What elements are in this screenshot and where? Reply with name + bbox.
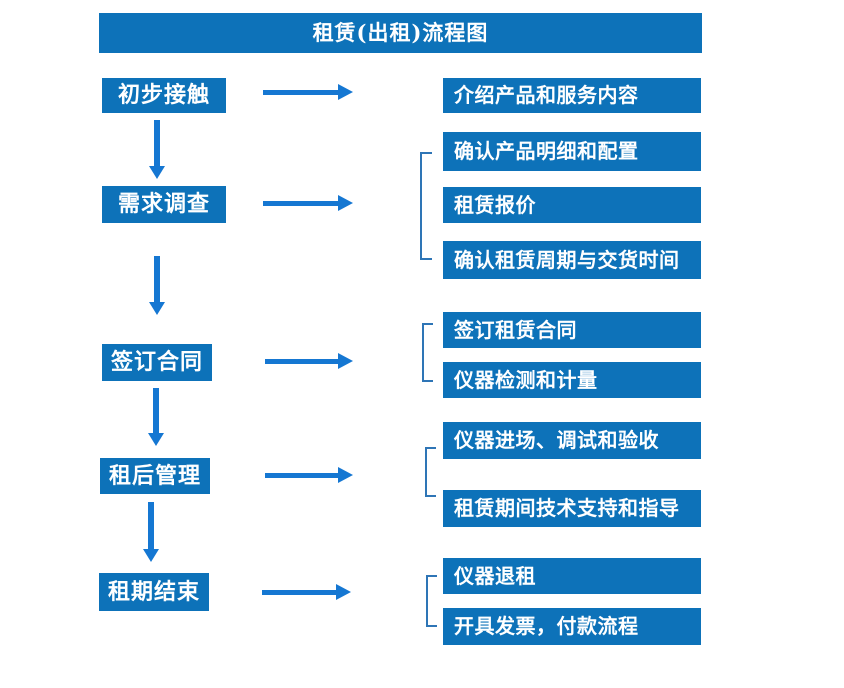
output-box-4-1: 仪器进场、调试和验收 [443,422,701,459]
arrow-shaft [265,358,338,364]
down-arrow-3 [148,388,164,446]
arrow-shaft [154,120,160,166]
arrow-head-icon [149,166,165,179]
right-arrow-3 [265,353,353,369]
arrow-head-icon [338,195,353,211]
arrow-head-icon [149,302,165,315]
output-box-2-2: 租赁报价 [443,187,701,223]
output-box-3-1: 签订租赁合同 [443,312,701,348]
output-box-5-1: 仪器退租 [443,558,701,594]
step-box-rental-end: 租期结束 [99,573,209,611]
arrow-shaft [148,502,154,549]
arrow-head-icon [338,353,353,369]
right-arrow-1 [263,84,353,100]
flowchart-title: 租赁(出租)流程图 [99,13,702,53]
output-box-4-2: 租赁期间技术支持和指导 [443,490,701,527]
down-arrow-2 [149,256,165,315]
arrow-head-icon [148,433,164,446]
output-box-3-2: 仪器检测和计量 [443,362,701,398]
down-arrow-4 [143,502,159,562]
arrow-shaft [263,200,338,206]
arrow-head-icon [338,84,353,100]
arrow-shaft [154,256,160,302]
arrow-head-icon [143,549,159,562]
output-box-5-2: 开具发票，付款流程 [443,608,701,645]
step-box-sign-contract: 签订合同 [102,344,212,381]
step-box-post-rental-management: 租后管理 [100,458,210,494]
arrow-shaft [262,589,336,595]
step-box-initial-contact: 初步接触 [102,78,226,113]
bracket-4 [425,447,436,497]
arrow-shaft [153,388,159,433]
right-arrow-5 [262,584,351,600]
bracket-3 [422,323,433,382]
output-box-1-1: 介绍产品和服务内容 [443,78,701,113]
arrow-shaft [265,472,338,478]
arrow-shaft [263,89,338,95]
arrow-head-icon [338,467,353,483]
output-box-2-1: 确认产品明细和配置 [443,132,701,171]
bracket-5 [426,575,437,627]
right-arrow-4 [265,467,353,483]
step-box-demand-survey: 需求调查 [102,186,226,223]
arrow-head-icon [336,584,351,600]
down-arrow-1 [149,120,165,179]
right-arrow-2 [263,195,353,211]
output-box-2-3: 确认租赁周期与交货时间 [443,241,701,279]
bracket-2 [420,152,432,260]
